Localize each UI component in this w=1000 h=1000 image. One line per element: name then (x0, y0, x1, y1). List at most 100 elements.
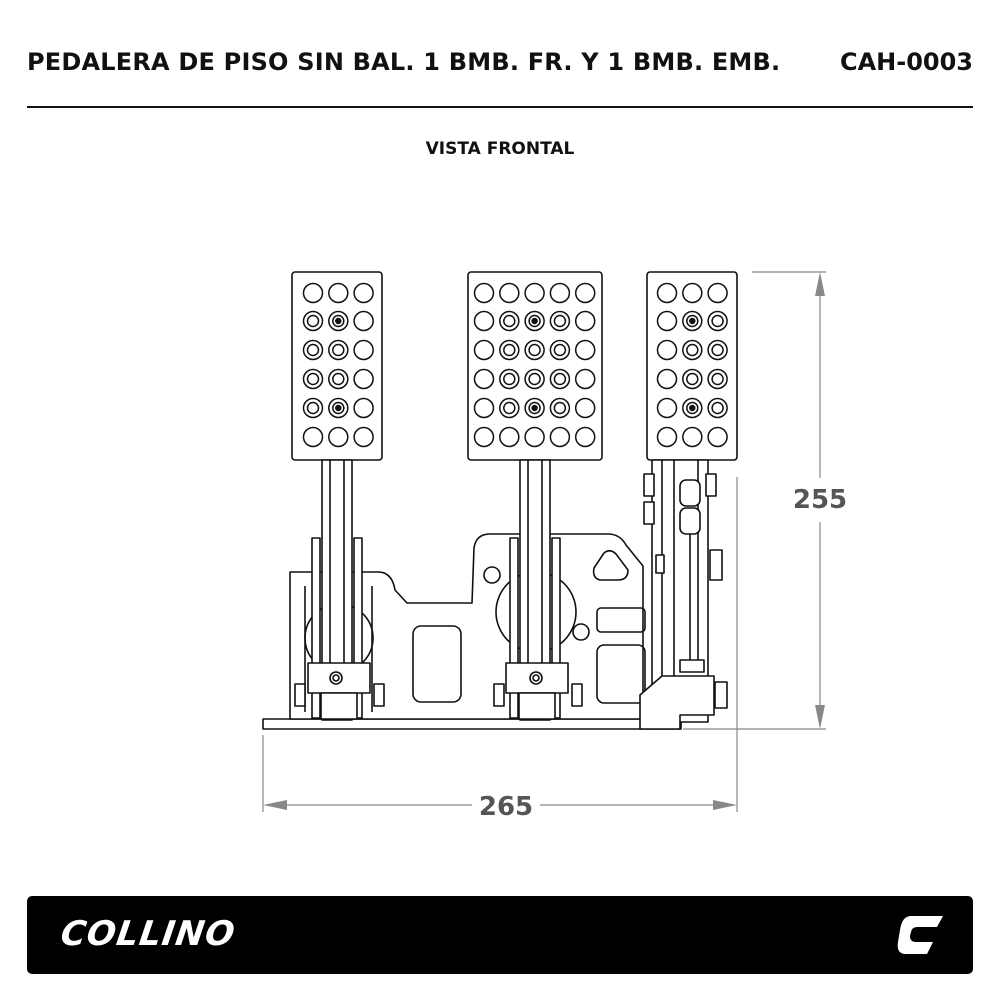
pad-hole (549, 426, 571, 448)
pad-hole (353, 368, 374, 390)
pad-hole-insert (553, 401, 567, 415)
brand-c-icon (897, 916, 943, 954)
pad-hole (656, 310, 678, 332)
pad-hole (524, 368, 545, 390)
pad-hole (353, 339, 374, 361)
pad-hole (707, 368, 728, 390)
pad-screw (531, 404, 538, 412)
pad-hole (574, 426, 596, 448)
height-dimension: 255 (793, 485, 847, 515)
pad-hole-insert (711, 401, 724, 415)
pad-hole (302, 426, 324, 448)
pad-hole (473, 282, 495, 304)
pad-hole (524, 339, 545, 361)
pad-hole (656, 339, 678, 361)
pad-hole (473, 310, 495, 332)
product-title: PEDALERA DE PISO SIN BAL. 1 BMB. FR. Y 1… (27, 48, 781, 76)
pad-screw (335, 404, 342, 412)
pad-hole-insert (332, 401, 345, 415)
pad-hole-insert (553, 314, 567, 328)
pedal-center-clevis (505, 662, 569, 694)
pedal-right-mount (639, 675, 715, 730)
housing-slot (596, 607, 646, 633)
pad-hole (524, 397, 545, 419)
pad-hole (574, 310, 596, 332)
pad-hole (353, 397, 374, 419)
pad-hole (656, 368, 678, 390)
width-dimension: 265 (479, 792, 533, 822)
pad-hole (328, 339, 349, 361)
pad-hole (328, 397, 349, 419)
pad-hole-insert (528, 343, 541, 357)
pad-hole-insert (306, 372, 320, 386)
return-spring (679, 479, 701, 507)
nut (714, 681, 728, 709)
pad-hole-insert (503, 401, 516, 415)
pad-hole (574, 282, 596, 304)
pad-hole (499, 310, 520, 332)
pad-hole (328, 368, 349, 390)
pad-hole (524, 426, 545, 448)
pedal-center-pad (467, 271, 603, 461)
view-label: VISTA FRONTAL (425, 139, 575, 159)
pad-hole-insert (503, 372, 516, 386)
pad-screw (531, 317, 538, 325)
pad-hole (656, 282, 678, 304)
pad-hole-insert (553, 372, 567, 386)
pad-hole-insert (332, 314, 345, 328)
pad-hole (353, 310, 374, 332)
pad-hole-insert (306, 401, 320, 415)
pad-hole-insert (503, 343, 516, 357)
pad-hole-insert (686, 343, 699, 357)
housing-hole (572, 623, 590, 641)
pad-hole (302, 368, 324, 390)
pad-hole-insert (528, 314, 541, 328)
pad-hole-insert (332, 372, 345, 386)
product-code: CAH-0003 (839, 48, 973, 76)
pedal-left (291, 271, 385, 721)
pad-hole-insert (332, 343, 345, 357)
brand-logo-text: COLLINO (58, 914, 239, 954)
pad-hole (682, 310, 703, 332)
pad-hole (682, 282, 703, 304)
pad-hole (499, 368, 520, 390)
nut (294, 683, 306, 707)
pad-hole (682, 426, 703, 448)
pad-hole (524, 282, 545, 304)
pad-hole (707, 282, 728, 304)
pad-hole (499, 282, 520, 304)
header: PEDALERA DE PISO SIN BAL. 1 BMB. FR. Y 1… (27, 48, 973, 88)
pad-hole (328, 310, 349, 332)
pad-hole-insert (306, 343, 320, 357)
nut (373, 683, 385, 707)
pad-screw (689, 317, 696, 325)
pad-hole (707, 397, 728, 419)
pad-hole (656, 397, 678, 419)
housing-slot (592, 549, 629, 581)
pad-hole (499, 339, 520, 361)
header-divider (27, 106, 973, 108)
pedal-pad-holes (302, 282, 728, 448)
pad-hole (574, 397, 596, 419)
pad-hole (574, 368, 596, 390)
pad-hole (549, 310, 571, 332)
pad-hole-insert (686, 401, 699, 415)
pad-hole (707, 339, 728, 361)
pad-hole (499, 397, 520, 419)
pad-hole (682, 339, 703, 361)
pad-hole (707, 426, 728, 448)
pad-hole-insert (306, 314, 320, 328)
pad-hole (524, 310, 545, 332)
pad-hole (549, 397, 571, 419)
pad-hole-insert (503, 314, 516, 328)
footer-bar: COLLINO (27, 896, 973, 974)
pad-hole (328, 282, 349, 304)
pad-screw (335, 317, 342, 325)
pad-hole (707, 310, 728, 332)
pad-hole (473, 368, 495, 390)
pad-hole-insert (553, 343, 567, 357)
pad-hole (353, 426, 374, 448)
pad-hole (549, 339, 571, 361)
pad-hole (682, 397, 703, 419)
